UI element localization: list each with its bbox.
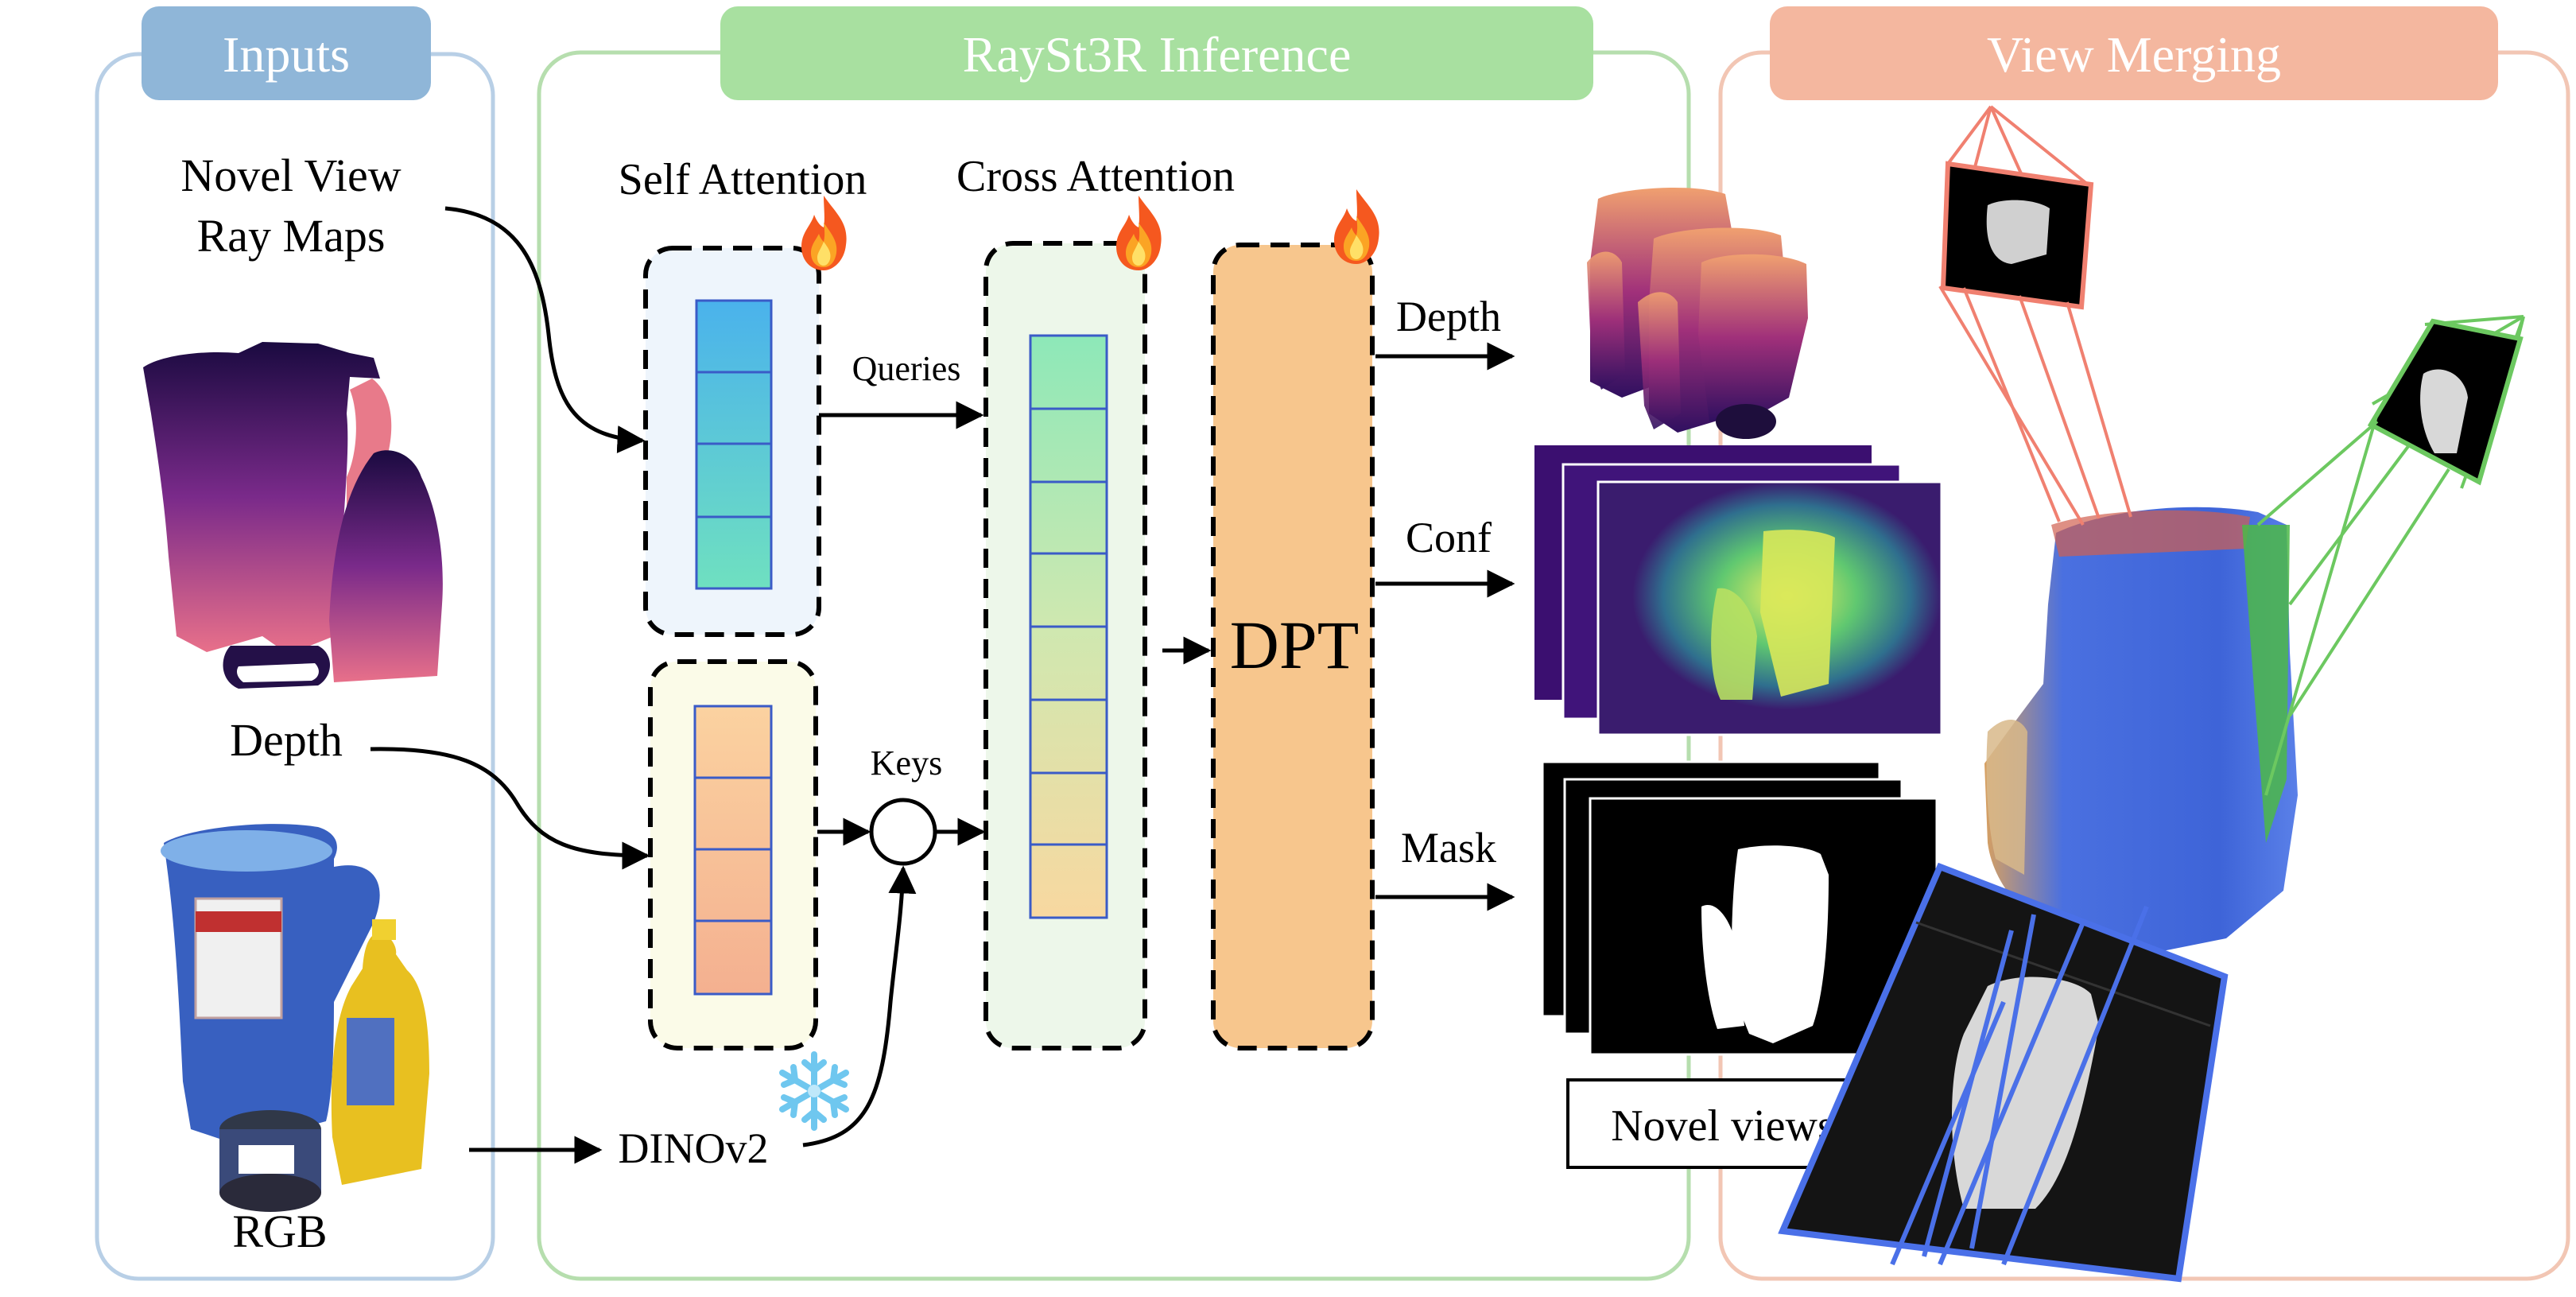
dino-feature-tokens bbox=[693, 705, 773, 996]
green-camera-view bbox=[2256, 315, 2525, 796]
conf-output-label: Conf bbox=[1406, 514, 1492, 561]
merging-panel: View Merging bbox=[1718, 6, 2570, 1281]
rgb-input-label: RGB bbox=[232, 1206, 327, 1257]
dinov2-label: DINOv2 bbox=[619, 1124, 769, 1172]
self-attention-label: Self Attention bbox=[619, 155, 867, 204]
fire-icon bbox=[1116, 196, 1162, 270]
cross-attention-tokens bbox=[1029, 334, 1108, 919]
dino-feature-block bbox=[648, 659, 818, 1050]
merged-point-cloud bbox=[1984, 507, 2298, 954]
depth-input-arrow bbox=[370, 747, 650, 870]
depth-output-label: Depth bbox=[1396, 293, 1501, 340]
inputs-header bbox=[142, 6, 431, 100]
ray-maps-label-line2: Ray Maps bbox=[197, 210, 386, 262]
conf-output-image bbox=[1534, 445, 1943, 736]
fire-icon bbox=[801, 196, 847, 270]
depth-input-label: Depth bbox=[230, 714, 343, 766]
cross-attention-block bbox=[983, 241, 1147, 1050]
inputs-title: Inputs bbox=[223, 26, 350, 83]
sum-node bbox=[869, 798, 937, 866]
dpt-block: DPT bbox=[1211, 243, 1375, 1050]
inference-header bbox=[720, 6, 1593, 100]
cross-attention-label: Cross Attention bbox=[956, 152, 1235, 201]
red-camera-view bbox=[1938, 105, 2132, 526]
inference-panel: RaySt3R Inference bbox=[537, 6, 1691, 1281]
dpt-label: DPT bbox=[1230, 607, 1359, 683]
queries-label: Queries bbox=[852, 349, 961, 388]
merging-title: View Merging bbox=[1987, 26, 2281, 83]
depth-map-image bbox=[143, 342, 443, 689]
ray-maps-arrow bbox=[444, 206, 646, 454]
ray-maps-label-line1: Novel View bbox=[180, 150, 401, 201]
snowflake-icon bbox=[779, 1051, 849, 1131]
self-attention-tokens bbox=[695, 299, 773, 590]
self-attention-block bbox=[643, 246, 821, 637]
inputs-panel: Inputs bbox=[95, 6, 495, 1281]
inference-title: RaySt3R Inference bbox=[963, 26, 1352, 83]
rgb-image bbox=[161, 824, 429, 1212]
merging-header bbox=[1770, 6, 2498, 100]
blue-camera-view bbox=[1778, 862, 2229, 1283]
dino-to-keys-arrow bbox=[802, 865, 917, 1147]
novel-views-label: Novel views bbox=[1611, 1101, 1835, 1151]
keys-label: Keys bbox=[871, 744, 942, 782]
fire-icon bbox=[1334, 189, 1379, 264]
mask-output-image bbox=[1541, 760, 1938, 1056]
depth-output-image bbox=[1587, 188, 1808, 439]
mask-output-label: Mask bbox=[1401, 824, 1496, 872]
